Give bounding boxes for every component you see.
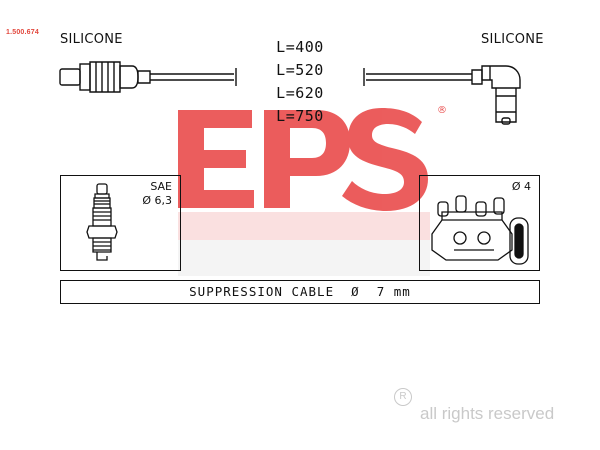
left-boot-ribbed	[89, 61, 121, 93]
suppression-cable-spec: SUPPRESSION CABLE Ø 7 mm	[60, 280, 540, 304]
length-option-2: L=520	[276, 61, 324, 79]
right-cable-material-label: SILICONE	[481, 32, 544, 47]
right-boot-angled	[481, 65, 521, 89]
length-option-1: L=400	[276, 38, 324, 56]
spark-plug-icon	[86, 183, 118, 261]
left-cable-material-label: SILICONE	[60, 32, 123, 47]
coil-terminal-diameter: Ø 4	[511, 180, 531, 193]
length-option-3: L=620	[276, 84, 324, 102]
watermark-registered-mark: ®	[437, 105, 447, 116]
spark-plug-box: SAE Ø 6,3	[60, 175, 181, 271]
registered-mark: R	[394, 388, 412, 406]
copyright-notice: all rights reserved	[420, 404, 555, 423]
spark-plug-diameter: Ø 6,3	[142, 194, 172, 207]
right-cable-drawing	[363, 65, 521, 125]
part-number: 1.500.674	[6, 29, 39, 36]
ignition-coil-box: Ø 4	[419, 175, 540, 271]
left-cable-drawing	[59, 61, 237, 93]
left-terminal-tip	[59, 68, 81, 86]
right-terminal-leg	[495, 88, 517, 123]
eps-watermark-logo: ®	[178, 105, 447, 276]
spark-plug-standard: SAE	[150, 180, 172, 193]
ignition-coil-icon	[431, 195, 529, 265]
length-option-4: L=750	[276, 107, 324, 125]
